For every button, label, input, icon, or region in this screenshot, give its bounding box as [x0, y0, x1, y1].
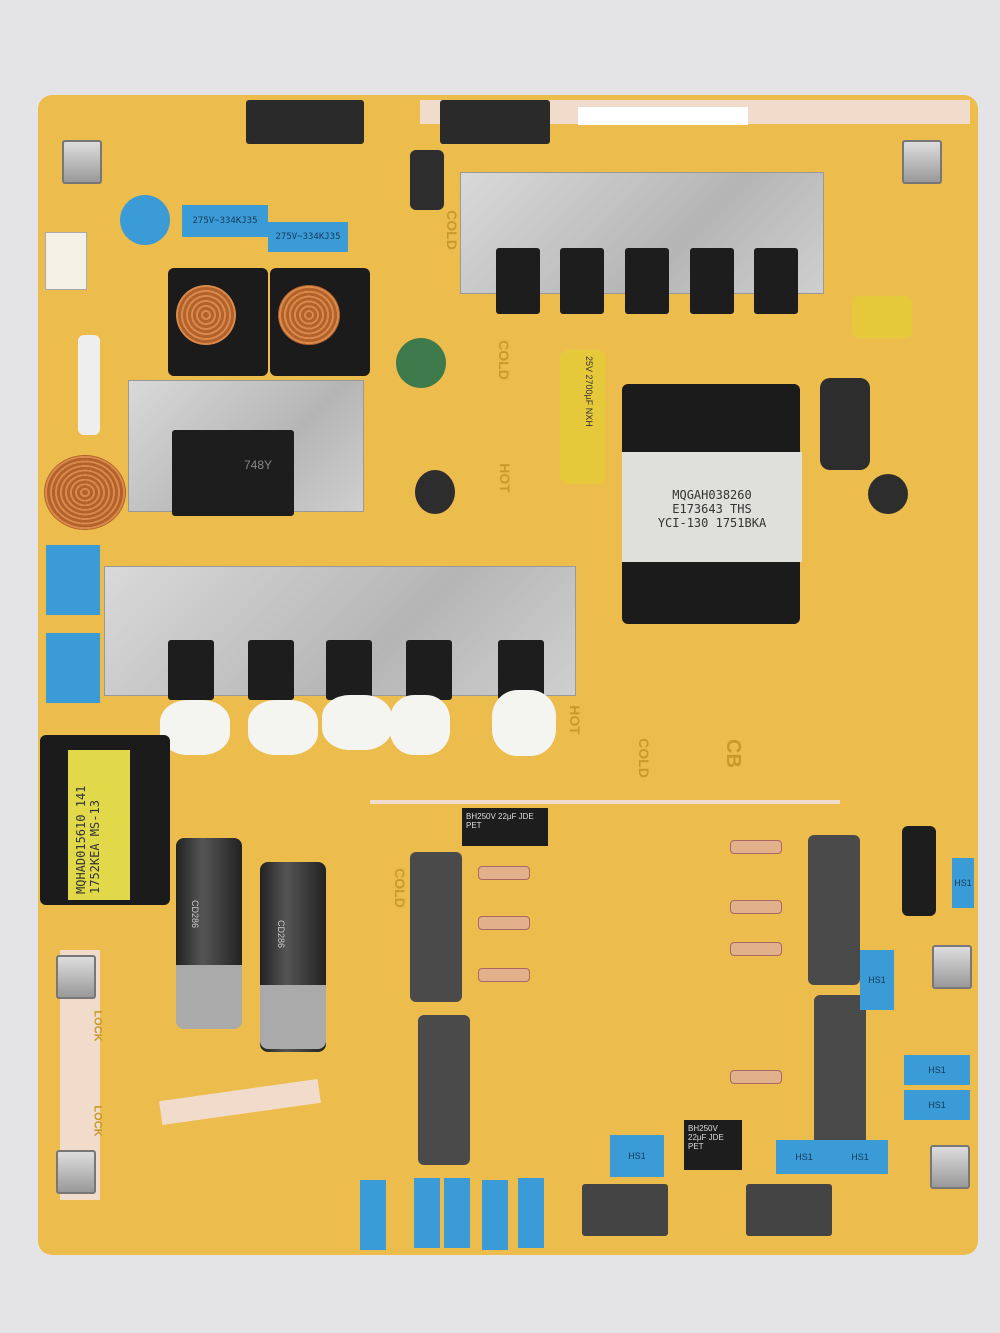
mosfet [168, 640, 214, 700]
choke-winding [176, 285, 236, 345]
film-capacitor: HS1 [904, 1055, 970, 1085]
varistor [120, 195, 170, 245]
lock-label: LOCK [91, 1010, 104, 1042]
cb-mark: CB [721, 739, 744, 768]
resistor [730, 942, 782, 956]
toroid-inductor [44, 455, 126, 530]
electrolytic-capacitor [852, 296, 912, 338]
film-capacitor: HS1 [610, 1135, 664, 1177]
electrolytic-capacitor [820, 378, 870, 470]
inductor [814, 995, 866, 1145]
film-capacitor: HS1 [832, 1140, 888, 1174]
film-capacitor [518, 1178, 544, 1248]
lock-clip [902, 140, 942, 184]
cold-label: COLD [495, 340, 512, 380]
silicone-glue [390, 695, 450, 755]
inductor [808, 835, 860, 985]
electrolytic-capacitor: 25V 2700µF NXH [560, 350, 606, 484]
resistor [478, 916, 530, 930]
lock-clip [56, 955, 96, 999]
rectifier-diode [690, 248, 734, 314]
electrolytic-capacitor [902, 826, 936, 916]
choke-winding [278, 285, 340, 345]
lock-clip [62, 140, 102, 184]
barcode-label [578, 107, 748, 125]
cap-marking: CD286 [276, 920, 286, 949]
film-capacitor: HS1 [860, 950, 894, 1010]
lock-label: LOCK [91, 1105, 104, 1137]
transformer-cert: E173643 THS [672, 502, 752, 516]
mosfet [406, 640, 452, 700]
standby-transformer-label: MQHAD015610 141 1752KEA MS-13 [68, 750, 130, 900]
capacitor-can [176, 965, 242, 1029]
resistor [730, 900, 782, 914]
lock-clip [932, 945, 972, 989]
film-capacitor [414, 1178, 440, 1248]
film-capacitor [360, 1180, 386, 1250]
lock-clip [930, 1145, 970, 1189]
cold-label: COLD [635, 738, 652, 778]
connector [246, 100, 364, 144]
capacitor-can [260, 985, 326, 1049]
led-connector [746, 1184, 832, 1236]
fuse [78, 335, 100, 435]
silicone-glue [322, 695, 392, 750]
film-capacitor [482, 1180, 508, 1250]
transformer-part-number: MQGAH038260 [672, 488, 752, 502]
film-capacitor: BH250V 22µF JDE PET [684, 1120, 742, 1170]
rectifier-diode [625, 248, 669, 314]
mosfet [326, 640, 372, 700]
film-capacitor: BH250V 22µF JDE PET [462, 808, 548, 846]
led-connector [582, 1184, 668, 1236]
cold-label: COLD [443, 210, 460, 250]
silicone-glue [492, 690, 556, 756]
rectifier-diode [496, 248, 540, 314]
transformer-code: YCI-130 1751BKA [657, 516, 767, 530]
electrolytic-capacitor [410, 150, 444, 210]
silicone-glue [160, 700, 230, 755]
cap-marking: CD286 [190, 900, 200, 929]
hot-label: HOT [496, 463, 513, 493]
thermistor [396, 338, 446, 388]
film-capacitor: HS1 [904, 1090, 970, 1120]
rectifier-diode [560, 248, 604, 314]
standby-part-number: MQHAD015610 [74, 814, 88, 894]
inductor [410, 852, 462, 1002]
silk-line [370, 800, 840, 804]
resistor [478, 968, 530, 982]
film-capacitor: HS1 [776, 1140, 832, 1174]
inductor [418, 1015, 470, 1165]
rectifier-diode [754, 248, 798, 314]
lock-clip [56, 1150, 96, 1194]
x-capacitor: 275V~334KJ35 [268, 222, 348, 252]
hot-label: HOT [566, 705, 583, 735]
resistor [478, 866, 530, 880]
film-capacitor [46, 633, 100, 703]
connector [440, 100, 550, 144]
x-capacitor: 275V~334KJ35 [182, 205, 268, 237]
ac-input-connector [45, 232, 87, 290]
film-capacitor [444, 1178, 470, 1248]
bridge-rectifier: 748Y [172, 430, 294, 516]
mosfet [248, 640, 294, 700]
cold-label: COLD [391, 868, 408, 908]
film-capacitor: HS1 [952, 858, 974, 908]
resistor [730, 1070, 782, 1084]
transformer-label: MQGAH038260 E173643 THS YCI-130 1751BKA [622, 452, 802, 562]
electrolytic-capacitor [415, 470, 455, 514]
silicone-glue [248, 700, 318, 755]
electrolytic-capacitor [868, 474, 908, 514]
resistor [730, 840, 782, 854]
film-capacitor [46, 545, 100, 615]
